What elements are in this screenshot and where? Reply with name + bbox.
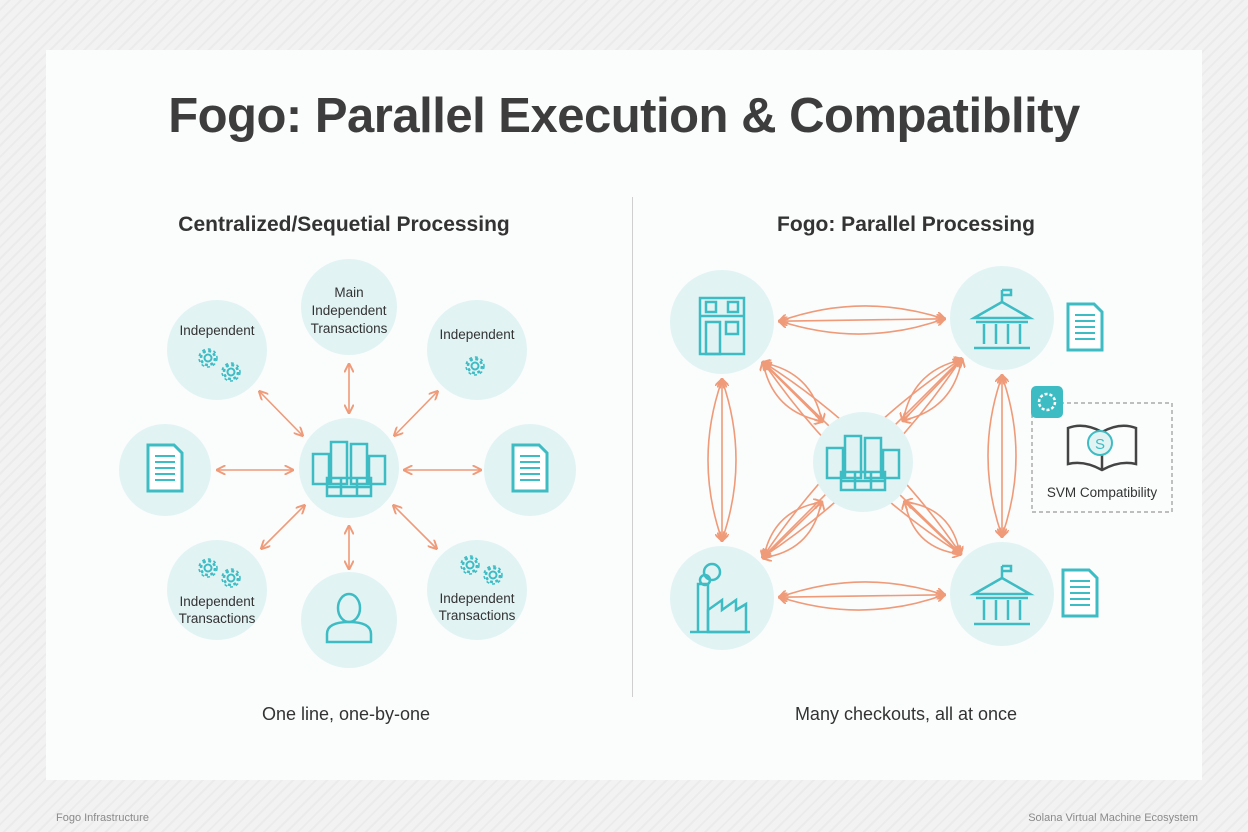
- bidirectional-arrow: [707, 380, 722, 540]
- left-heading: Centralized/Sequetial Processing: [178, 213, 510, 236]
- divider: [632, 197, 633, 697]
- node-document-right: [484, 424, 576, 516]
- node-label: Independent: [179, 323, 254, 338]
- bidirectional-arrow: [262, 506, 304, 548]
- node-factory: [670, 546, 774, 650]
- svm-label: SVM Compatibility: [1047, 485, 1158, 500]
- document-icon: [1066, 302, 1104, 352]
- bidirectional-arrow: [987, 376, 1002, 536]
- bidirectional-arrow: [395, 392, 437, 435]
- right-heading: Fogo: Parallel Processing: [777, 213, 1035, 236]
- bidirectional-arrow: [780, 319, 944, 335]
- bidirectional-arrow: [780, 319, 944, 321]
- right-caption: Many checkouts, all at once: [794, 704, 1018, 724]
- node-independent-bottom-right: Independent Transactions: [427, 540, 527, 640]
- node-main-transactions: Main Independent Transactions: [301, 259, 397, 355]
- bidirectional-arrow: [394, 506, 436, 548]
- document-icon: [511, 443, 549, 493]
- node-bank-top: [950, 266, 1054, 370]
- diagram-card: [46, 50, 1202, 780]
- bidirectional-arrow: [260, 392, 302, 435]
- node-central-hub: [299, 418, 399, 518]
- node-user: [301, 572, 397, 668]
- page-title: Fogo: Parallel Execution & Compatiblity: [168, 89, 1080, 143]
- node-label: Main: [334, 285, 363, 300]
- node-label: Independent: [311, 303, 386, 318]
- bidirectional-arrow: [722, 380, 737, 540]
- store-icon: [698, 296, 746, 356]
- node-document-left: [119, 424, 211, 516]
- node-label: Independent: [439, 591, 514, 606]
- bidirectional-arrow: [780, 595, 944, 611]
- node-central-hub-parallel: [813, 412, 913, 512]
- bidirectional-arrow: [780, 595, 944, 597]
- footer-right: Solana Virtual Machine Ecosystem: [1028, 812, 1198, 824]
- solana-s-icon: S: [1095, 436, 1105, 453]
- node-label: Transactions: [179, 611, 256, 626]
- node-label: Transactions: [311, 321, 388, 336]
- user-icon: [325, 592, 373, 644]
- node-bank-bottom: [950, 542, 1054, 646]
- bidirectional-arrow: [903, 360, 961, 421]
- footer-left: Fogo Infrastructure: [56, 812, 149, 824]
- bidirectional-arrow: [764, 502, 822, 557]
- document-icon: [146, 443, 184, 493]
- bidirectional-arrow: [1002, 376, 1017, 536]
- node-independent-top-left: Independent: [167, 300, 267, 400]
- node-label: Independent: [179, 594, 254, 609]
- left-caption: One line, one-by-one: [261, 704, 431, 724]
- gear-badge-icon: [1031, 386, 1063, 418]
- node-label: Transactions: [439, 608, 516, 623]
- node-store: [670, 270, 774, 374]
- factory-icon: [690, 562, 750, 634]
- node-label: Independent: [439, 327, 514, 342]
- svm-compatibility-box: S SVM Compatibility: [1031, 386, 1173, 513]
- node-independent-top-right: Independent: [427, 300, 527, 400]
- document-icon: [1061, 568, 1099, 618]
- node-independent-bottom-left: Independent Transactions: [167, 540, 267, 640]
